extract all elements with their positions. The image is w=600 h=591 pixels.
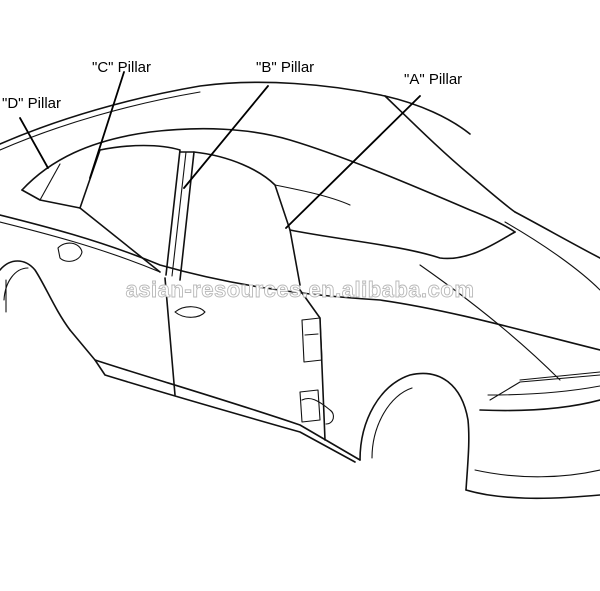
b-pillar-label: "B" Pillar [256, 59, 314, 76]
d-pillar-label: "D" Pillar [2, 95, 61, 112]
a-pillar-label: "A" Pillar [404, 71, 462, 88]
watermark-text: asian-resources.en.alibaba.com [126, 277, 475, 302]
c-pillar-leader [89, 71, 125, 179]
leader-lines [19, 71, 421, 229]
a-pillar-leader [285, 95, 421, 229]
d-pillar-leader [19, 117, 49, 169]
car-body [0, 81, 600, 500]
b-pillar-leader [183, 85, 269, 189]
c-pillar-label: "C" Pillar [92, 59, 151, 76]
